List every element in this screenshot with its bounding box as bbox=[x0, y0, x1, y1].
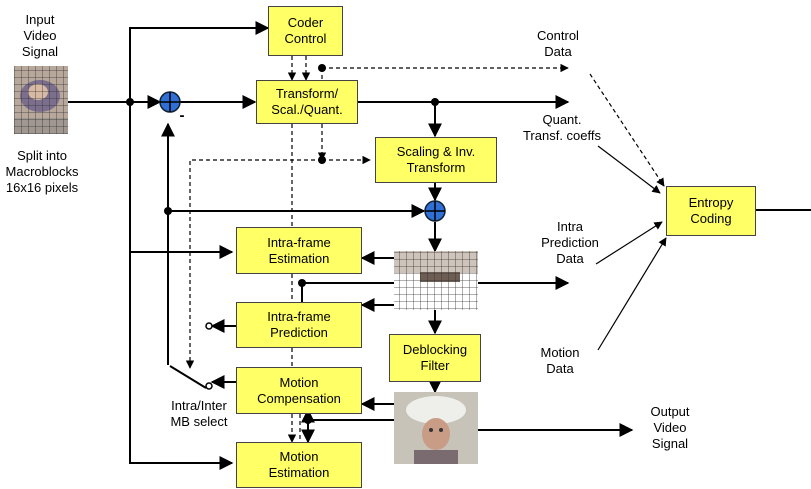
decoded-frame-thumbnail bbox=[394, 251, 478, 310]
quant-coeffs-label: Quant. Transf. coeffs bbox=[522, 112, 602, 143]
intra-prediction-block: Intra-frame Prediction bbox=[236, 302, 362, 348]
junction-dots bbox=[126, 64, 439, 424]
subtract-sign-label: - bbox=[179, 107, 185, 124]
intra-prediction-data-label: Intra Prediction Data bbox=[541, 219, 599, 266]
transform-block: Transform/ Scal./Quant. bbox=[256, 80, 358, 124]
intra-estimation-block: Intra-frame Estimation bbox=[236, 227, 362, 274]
deblocking-filter-block: Deblocking Filter bbox=[389, 334, 481, 382]
scaling-inverse-transform-block: Scaling & Inv. Transform bbox=[375, 137, 497, 183]
output-video-label: Output Video Signal bbox=[650, 404, 690, 451]
motion-estimation-block: Motion Estimation bbox=[236, 442, 362, 488]
entropy-coding-block: Entropy Coding bbox=[666, 186, 756, 236]
coder-control-block: Coder Control bbox=[268, 6, 343, 56]
motion-compensation-block: Motion Compensation bbox=[236, 367, 362, 414]
thin-arrows bbox=[595, 145, 667, 351]
reference-frame-thumbnail bbox=[394, 392, 478, 464]
input-video-label: Input Video Signal bbox=[21, 12, 59, 59]
split-macroblocks-label: Split into Macroblocks 16x16 pixels bbox=[5, 148, 79, 195]
control-data-label: Control Data bbox=[537, 28, 579, 59]
switch-contacts bbox=[205, 322, 213, 390]
reconstruction-adder bbox=[424, 200, 446, 222]
subtract-adder bbox=[159, 91, 181, 113]
motion-data-label: Motion Data bbox=[540, 345, 580, 376]
intra-inter-select-label: Intra/Inter MB select bbox=[170, 398, 228, 429]
input-video-thumbnail bbox=[14, 66, 68, 134]
